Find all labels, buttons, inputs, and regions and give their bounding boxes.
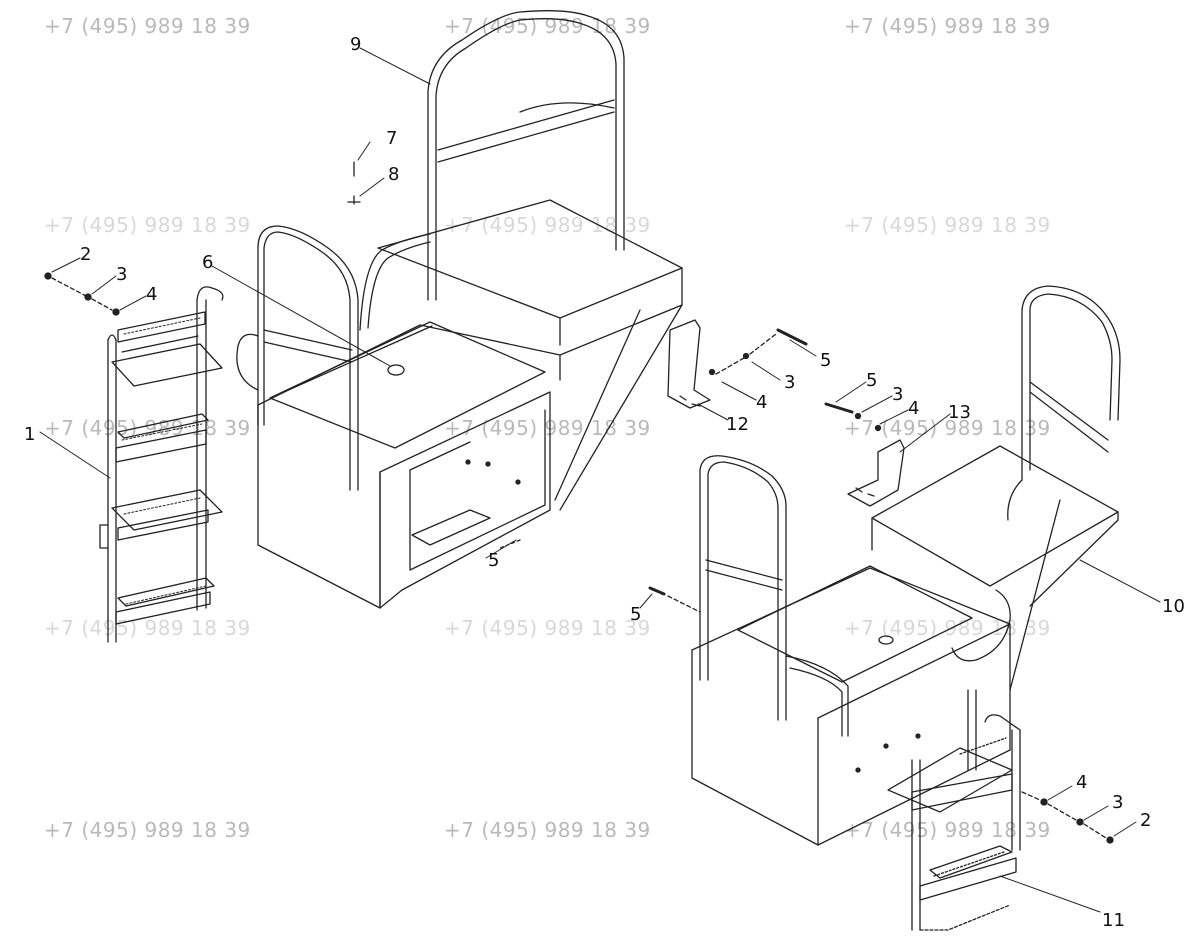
callout-label: 3 [116,264,127,285]
callout-label: 10 [1162,596,1185,617]
watermark-phone: +7 (495) 989 18 39 [444,616,651,640]
callout-label: 5 [630,604,641,625]
watermark-phone: +7 (495) 989 18 39 [44,213,251,237]
watermark-phone: +7 (495) 989 18 39 [844,213,1051,237]
callout-label: 3 [892,384,903,405]
callout-label: 1 [24,424,35,445]
watermark-phone: +7 (495) 989 18 39 [44,818,251,842]
callout-label: 3 [784,372,795,393]
callout-label: 4 [756,392,767,413]
callout-label: 12 [726,414,749,435]
watermark-phone: +7 (495) 989 18 39 [44,416,251,440]
callout-label: 4 [908,398,919,419]
callout-label: 8 [388,164,399,185]
left-ladder [45,273,223,642]
right-ladder [888,690,1113,930]
watermark-phone: +7 (495) 989 18 39 [444,818,651,842]
brackets [668,320,904,506]
watermark-phone: +7 (495) 989 18 39 [444,416,651,440]
callout-label: 9 [350,34,361,55]
watermark-phone: +7 (495) 989 18 39 [844,616,1051,640]
callout-label: 13 [948,402,971,423]
watermark-phone: +7 (495) 989 18 39 [844,14,1051,38]
callout-label: 4 [1076,772,1087,793]
watermark-phone: +7 (495) 989 18 39 [44,14,251,38]
watermark-phone: +7 (495) 989 18 39 [44,616,251,640]
callout-label: 7 [386,128,397,149]
callout-label: 11 [1102,910,1125,931]
right-platform-assembly [650,286,1120,845]
watermark-phone: +7 (495) 989 18 39 [844,818,1051,842]
callout-labels: 1 2 3 4 6 7 8 9 5 5 3 4 12 5 3 4 13 10 5… [24,34,1185,931]
callout-label: 3 [1112,792,1123,813]
leader-lines [40,48,1160,912]
callout-label: 5 [488,550,499,571]
callout-label: 5 [866,370,877,391]
callout-label: 4 [146,284,157,305]
callout-label: 2 [1140,810,1151,831]
left-platform-assembly [237,11,682,608]
callout-label: 2 [80,244,91,265]
callout-label: 5 [820,350,831,371]
callout-label: 6 [202,252,213,273]
